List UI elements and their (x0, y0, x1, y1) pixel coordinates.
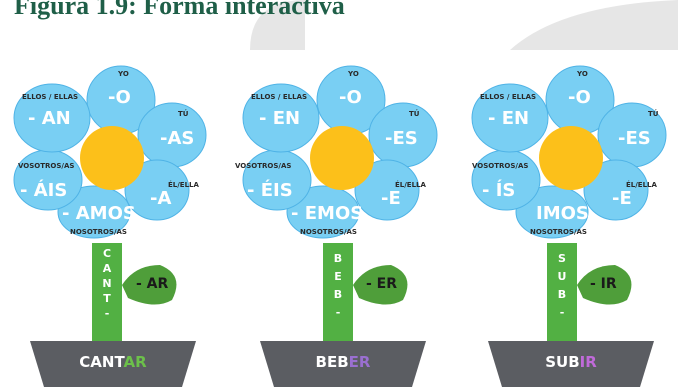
verb-label: SUBIR (501, 353, 641, 371)
stem-letters: S U B - (557, 252, 567, 319)
leaf-ending: - AR (136, 276, 169, 292)
pronoun-nosotros: NOSOTROS/AS (530, 228, 587, 236)
pronoun-vosotros: VOSOTROS/AS (472, 162, 529, 170)
ending-yo: -O (339, 87, 362, 108)
verb-label: CANTAR (43, 353, 183, 371)
flower-ir-graphic (471, 65, 667, 387)
flower-er-graphic (242, 65, 438, 387)
pronoun-vosotros: VOSOTROS/AS (18, 162, 75, 170)
stem-letters: B E B - (333, 252, 343, 319)
verb-stem: CANT (79, 353, 124, 371)
stem-letters: C A N T - (102, 247, 112, 320)
ending-nosotros: IMOS (536, 203, 589, 224)
flower-ir: YO TÚ ÉL/ELLA NOSOTROS/AS VOSOTROS/AS EL… (452, 0, 678, 387)
verb-ending: ER (348, 353, 371, 371)
ending-ellos: - EN (488, 108, 530, 129)
leaf-ending: - ER (366, 276, 398, 292)
verb-ending: IR (579, 353, 597, 371)
pronoun-vosotros: VOSOTROS/AS (235, 162, 292, 170)
ending-el: -E (612, 188, 632, 209)
ending-tu: -AS (160, 128, 195, 149)
pronoun-tu: TÚ (409, 110, 420, 118)
verb-stem: SUB (545, 353, 580, 371)
pronoun-tu: TÚ (648, 110, 659, 118)
pronoun-yo: YO (577, 70, 588, 78)
ending-el: -E (381, 188, 401, 209)
ending-nosotros: - AMOS (62, 203, 136, 224)
ending-ellos: - EN (259, 108, 301, 129)
verb-ending: AR (123, 353, 147, 371)
pronoun-ellos: ELLOS / ELLAS (251, 93, 308, 101)
ending-vosotros: - ÁIS (20, 180, 68, 201)
pronoun-ellos: ELLOS / ELLAS (22, 93, 79, 101)
flower-er: YO TÚ ÉL/ELLA NOSOTROS/AS VOSOTROS/AS EL… (223, 0, 449, 387)
ending-nosotros: - EMOS (291, 203, 364, 224)
figure-title: Figura 1.9: Forma interactiva (14, 0, 345, 20)
ending-vosotros: - ÍS (482, 180, 516, 201)
verb-label: BEBER (273, 353, 413, 371)
pronoun-nosotros: NOSOTROS/AS (300, 228, 357, 236)
pronoun-tu: TÚ (178, 110, 189, 118)
pronoun-ellos: ELLOS / ELLAS (480, 93, 537, 101)
flower-ar-graphic (13, 65, 207, 387)
ending-el: -A (150, 188, 172, 209)
ending-ellos: - AN (28, 108, 71, 129)
pronoun-el-ella: ÉL/ELLA (168, 181, 199, 189)
pronoun-yo: YO (118, 70, 129, 78)
pronoun-el-ella: ÉL/ELLA (626, 181, 657, 189)
pronoun-el-ella: ÉL/ELLA (395, 181, 426, 189)
leaf-ending: - IR (590, 276, 617, 292)
verb-stem: BEB (315, 353, 349, 371)
ending-tu: -ES (385, 128, 418, 149)
ending-yo: -O (568, 87, 591, 108)
pronoun-nosotros: NOSOTROS/AS (70, 228, 127, 236)
flower-ar: YO TÚ ÉL/ELLA NOSOTROS/AS VOSOTROS/AS EL… (0, 0, 226, 387)
ending-yo: -O (108, 87, 131, 108)
ending-vosotros: - ÉIS (247, 180, 293, 201)
pronoun-yo: YO (348, 70, 359, 78)
ending-tu: -ES (618, 128, 651, 149)
